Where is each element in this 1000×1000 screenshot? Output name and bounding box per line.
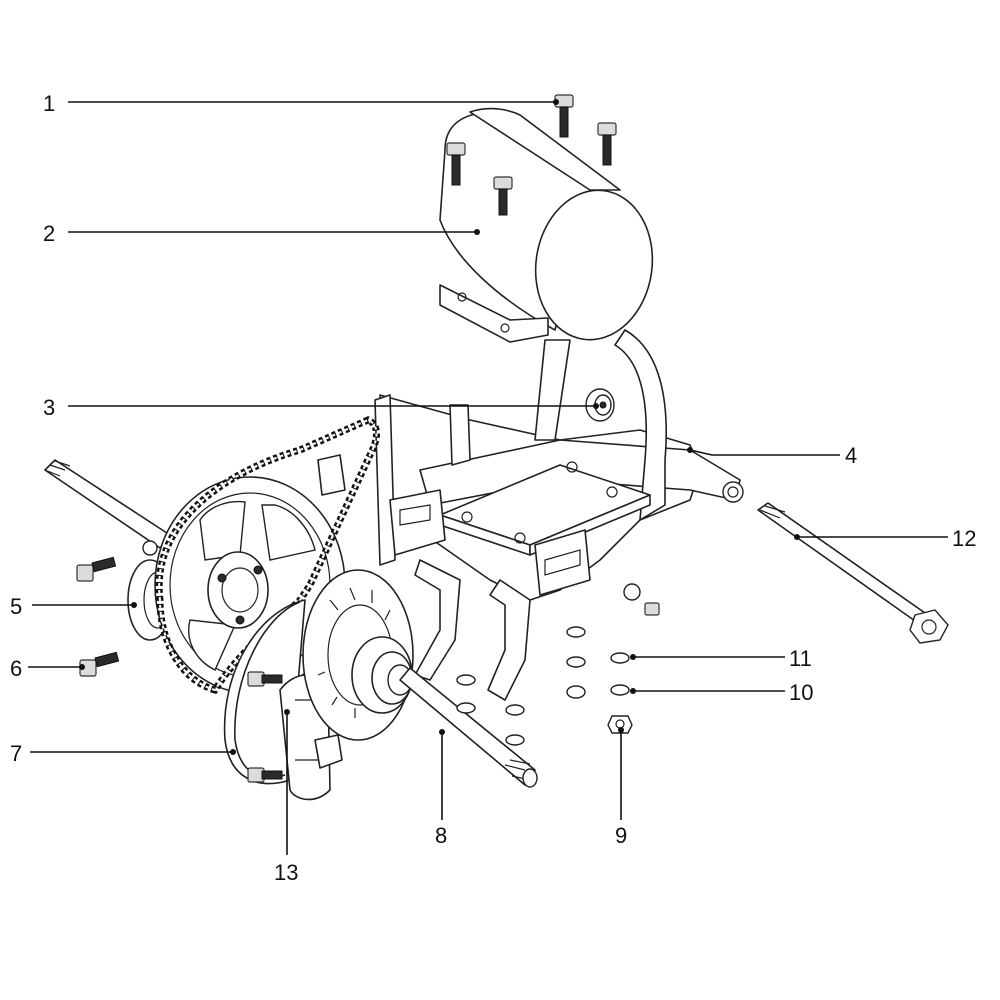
callout-3: 3 (43, 395, 55, 420)
callout-12: 12 (952, 526, 976, 551)
callout-5: 5 (10, 594, 22, 619)
callout-13: 13 (274, 860, 298, 885)
callout-1: 1 (43, 91, 55, 116)
callout-labels: 1 2 3 4 5 6 7 8 9 10 11 12 13 (10, 91, 976, 885)
callout-7: 7 (10, 741, 22, 766)
callout-6: 6 (10, 656, 22, 681)
callout-9: 9 (615, 823, 627, 848)
callout-11: 11 (789, 646, 812, 671)
roller (585, 388, 615, 422)
motor (439, 107, 654, 343)
callout-4: 4 (845, 443, 857, 468)
long-bolt (757, 502, 949, 644)
bearing-hub (351, 636, 538, 788)
frame (317, 329, 744, 701)
callout-leaders (28, 99, 948, 855)
loose-bolts (76, 556, 120, 677)
motor-bolts (446, 94, 617, 216)
washers-and-nuts (456, 583, 660, 746)
chain (155, 416, 380, 695)
callout-8: 8 (435, 823, 447, 848)
left-axle (44, 459, 171, 549)
callout-2: 2 (43, 221, 55, 246)
callout-10: 10 (789, 680, 813, 705)
